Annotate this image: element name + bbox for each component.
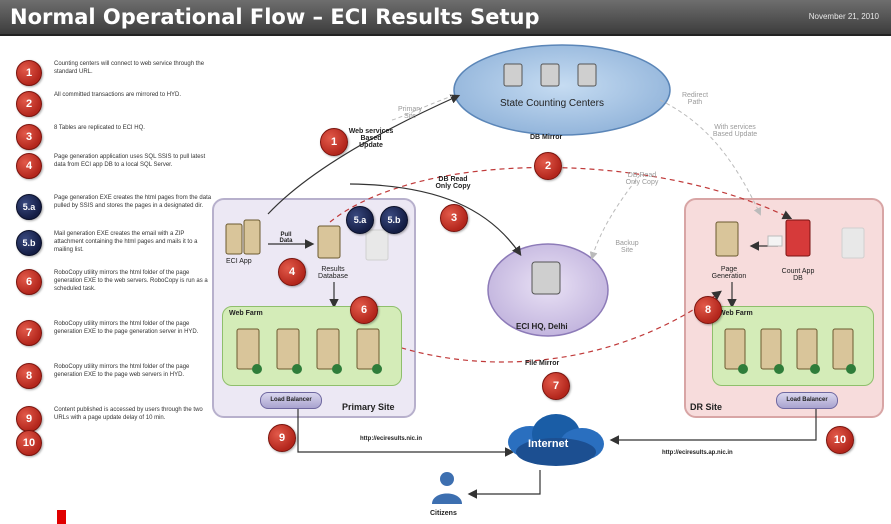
web-server-icon xyxy=(796,328,820,374)
step-number: 8 xyxy=(16,363,42,389)
web-server-icon xyxy=(276,328,302,374)
web-server-icon xyxy=(760,328,784,374)
eci-app-label: ECI App xyxy=(226,258,252,265)
diagram-step-badge: 10 xyxy=(826,426,854,454)
diagram-step-badge: 9 xyxy=(268,424,296,452)
url-primary-label: http://eciresults.nic.in xyxy=(360,436,423,442)
step-number: 5.b xyxy=(16,230,42,256)
diagram-step-badge: 2 xyxy=(534,152,562,180)
step-number: 10 xyxy=(16,430,42,456)
web-services-update-label: Web services Based Update xyxy=(348,128,394,149)
step-text: Page generation application uses SQL SSI… xyxy=(54,154,206,168)
url-dr-label: http://eciresults.ap.nic.in xyxy=(662,450,733,456)
count-app-db-icon xyxy=(785,219,811,257)
step-text: Mail generation EXE creates the email wi… xyxy=(54,231,198,253)
diagram-step-badge: 6 xyxy=(350,296,378,324)
step-2: 2 All committed transactions are mirrore… xyxy=(16,91,216,123)
diagram-step-badge: 1 xyxy=(320,128,348,156)
primary-site-arrow-label: Primary Site xyxy=(397,106,423,120)
load-balancer-dr: Load Balancer xyxy=(776,392,838,409)
diagram-step-badge: 4 xyxy=(278,258,306,286)
step-4: 4 Page generation application uses SQL S… xyxy=(16,153,216,185)
internet-label: Internet xyxy=(528,438,569,450)
title-bar: Normal Operational Flow – ECI Results Se… xyxy=(0,0,891,36)
step-number: 2 xyxy=(16,91,42,117)
db-read-only-copy-label: DB Read Only Copy xyxy=(435,176,471,190)
results-database-label: Results Database xyxy=(318,266,348,280)
diagram-step-badge: 5.a xyxy=(346,206,374,234)
step-6: 6 RoboCopy utility mirrors the html fold… xyxy=(16,269,216,301)
step-5b: 5.b Mail generation EXE creates the emai… xyxy=(16,230,216,262)
step-number: 5.a xyxy=(16,194,42,220)
web-server-icon xyxy=(832,328,856,374)
web-server-icon xyxy=(236,328,262,374)
db-mirror-label: DB Mirror xyxy=(530,134,563,141)
page-generation-label: Page Generation xyxy=(711,266,747,280)
web-services-update-right-label: With services Based Update xyxy=(712,124,758,138)
ghost-server-icon xyxy=(841,227,865,259)
step-text: RoboCopy utility mirrors the html folder… xyxy=(54,321,199,335)
load-balancer-primary: Load Balancer xyxy=(260,392,322,409)
state-counting-centers-ellipse xyxy=(453,44,671,136)
diagram-step-badge: 5.b xyxy=(380,206,408,234)
eci-app-server-icon xyxy=(225,219,261,255)
state-counting-centers-label: State Counting Centers xyxy=(500,98,604,109)
web-farm-dr: Web Farm xyxy=(712,306,874,386)
step-number: 9 xyxy=(16,406,42,432)
step-number: 6 xyxy=(16,269,42,295)
page-generation-server-icon xyxy=(715,221,739,257)
page-date: November 21, 2010 xyxy=(808,12,879,21)
step-text: Page generation EXE creates the html pag… xyxy=(54,195,212,209)
step-number: 1 xyxy=(16,60,42,86)
web-farm-label: Web Farm xyxy=(229,310,263,317)
eci-hq-label: ECI HQ, Delhi xyxy=(516,322,568,331)
step-1: 1 Counting centers will connect to web s… xyxy=(16,60,216,92)
step-text: RoboCopy utility mirrors the html folder… xyxy=(54,270,208,292)
corner-red-marker xyxy=(57,510,66,524)
page-title: Normal Operational Flow – ECI Results Se… xyxy=(10,5,540,29)
step-5a: 5.a Page generation EXE creates the html… xyxy=(16,194,216,226)
pull-data-label: Pull Data xyxy=(279,232,293,244)
eci-hq-server-icon xyxy=(531,261,561,295)
web-server-icon xyxy=(356,328,382,374)
step-text: All committed transactions are mirrored … xyxy=(54,92,182,98)
citizen-person-icon xyxy=(432,472,462,504)
step-3: 3 8 Tables are replicated to ECI HQ. xyxy=(16,124,216,156)
web-server-icon xyxy=(316,328,342,374)
step-7: 7 RoboCopy utility mirrors the html fold… xyxy=(16,320,216,352)
redirect-path-label: Redirect Path xyxy=(681,92,709,106)
count-app-db-label: Count App DB xyxy=(781,268,815,282)
step-8: 8 RoboCopy utility mirrors the html fold… xyxy=(16,363,216,395)
backup-site-label: Backup Site xyxy=(615,240,639,254)
web-server-icon xyxy=(724,328,748,374)
results-database-icon xyxy=(317,225,341,259)
primary-site-label: Primary Site xyxy=(342,402,395,412)
diagram-step-badge: 7 xyxy=(542,372,570,400)
internet-cloud-icon xyxy=(508,414,604,466)
step-text: Counting centers will connect to web ser… xyxy=(54,61,205,75)
step-number: 3 xyxy=(16,124,42,150)
dr-site-label: DR Site xyxy=(690,402,723,412)
step-10: 10 xyxy=(16,430,216,462)
step-text: RoboCopy utility mirrors the html folder… xyxy=(54,364,190,378)
ghost-server-icon xyxy=(365,229,389,261)
step-number: 4 xyxy=(16,153,42,179)
db-read-only-copy-right-label: DB Read Only Copy xyxy=(625,172,659,186)
web-farm-label: Web Farm xyxy=(719,310,753,317)
counting-center-server-icon xyxy=(503,63,597,87)
step-text: 8 Tables are replicated to ECI HQ. xyxy=(54,125,145,131)
file-mirror-label: File Mirror xyxy=(525,360,560,367)
step-9: 9 Content published is accessed by users… xyxy=(16,406,216,438)
citizens-label: Citizens xyxy=(430,510,457,517)
step-number: 7 xyxy=(16,320,42,346)
diagram-step-badge: 3 xyxy=(440,204,468,232)
diagram-step-badge: 8 xyxy=(694,296,722,324)
step-text: Content published is accessed by users t… xyxy=(54,407,203,421)
